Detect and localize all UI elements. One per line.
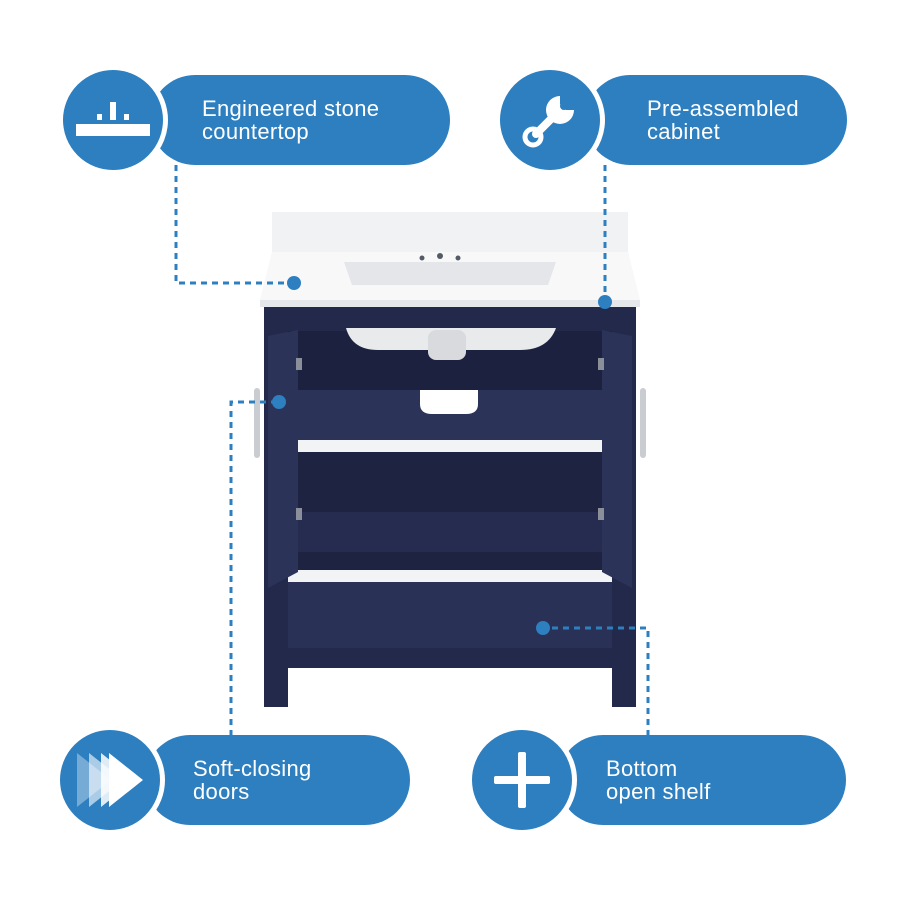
feature-pill: Bottom open shelf xyxy=(558,735,846,825)
feature-pill: Engineered stone countertop xyxy=(150,75,450,165)
cabinet xyxy=(254,307,646,707)
fast-forward-icon xyxy=(55,725,165,835)
leader-lines xyxy=(174,165,650,736)
leader-doors xyxy=(229,400,279,736)
feature-label: Soft-closing doors xyxy=(193,756,312,804)
wrench-icon xyxy=(495,65,605,175)
feature-label: Bottom open shelf xyxy=(606,756,711,804)
leader-dots xyxy=(272,276,612,635)
feature-pill: Soft-closing doors xyxy=(145,735,410,825)
sink-countertop-icon xyxy=(58,65,168,175)
countertop xyxy=(260,212,640,307)
feature-pill: Pre-assembled cabinet xyxy=(585,75,847,165)
plus-icon xyxy=(467,725,577,835)
feature-label: Pre-assembled cabinet xyxy=(647,96,799,144)
feature-label: Engineered stone countertop xyxy=(202,96,380,144)
leader-shelf xyxy=(543,626,650,736)
